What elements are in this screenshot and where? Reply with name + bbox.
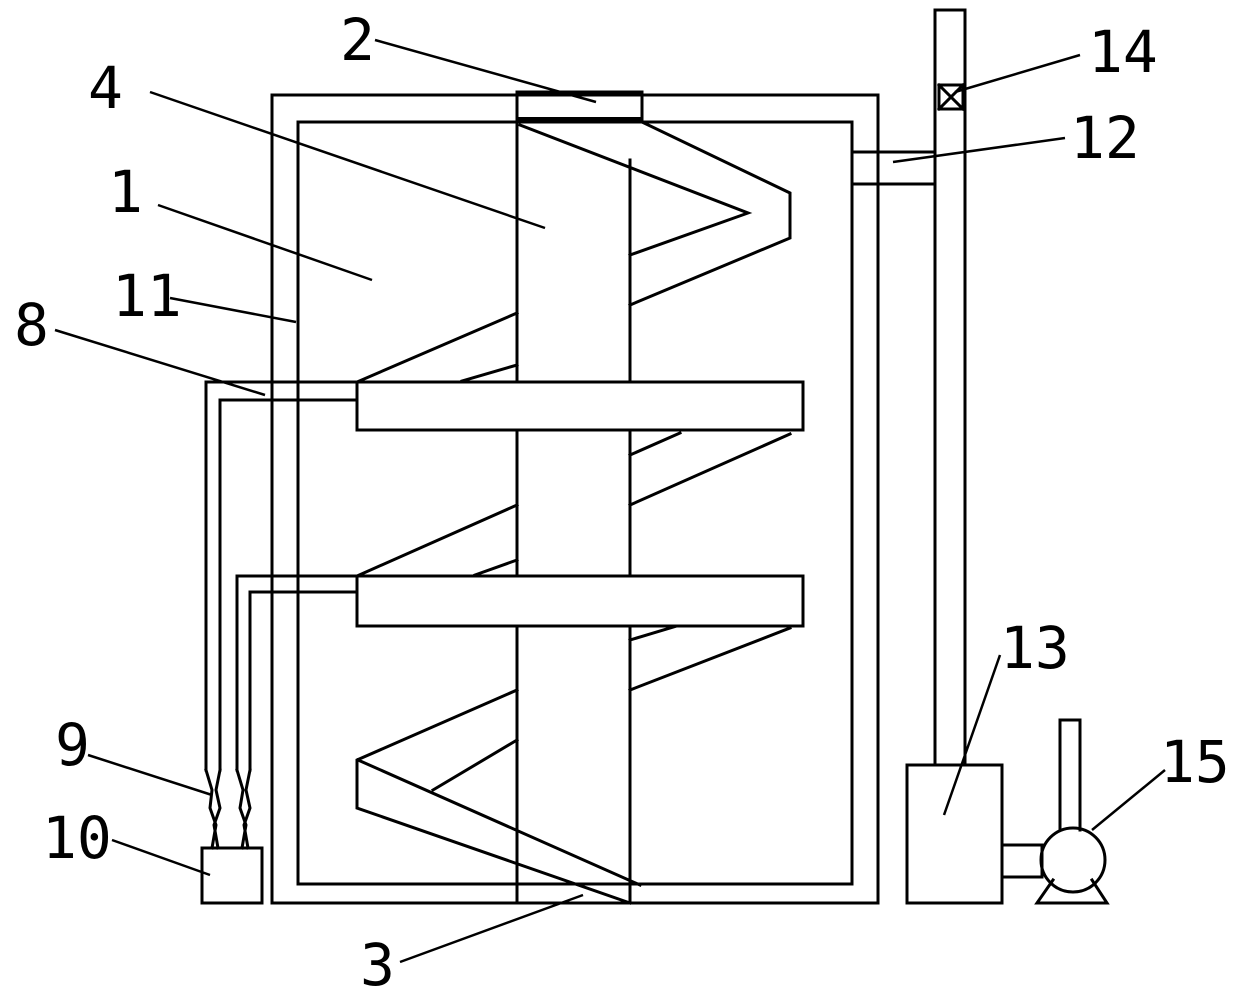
control-box — [200, 846, 264, 905]
outer-housing — [270, 93, 880, 905]
check-valve — [936, 82, 966, 112]
leader-2 — [374, 38, 597, 104]
leader-9 — [87, 753, 213, 797]
leader-10 — [111, 838, 211, 877]
label-1: 1 — [108, 158, 143, 226]
label-3: 3 — [360, 931, 395, 986]
leader-15 — [1091, 769, 1166, 831]
top-cap — [515, 90, 644, 123]
pump — [1000, 718, 1110, 905]
label-4: 4 — [88, 54, 123, 122]
leader-1 — [157, 203, 373, 282]
nozzle-valves — [204, 768, 252, 850]
collection-box — [905, 763, 1004, 905]
leader-lines — [54, 38, 1166, 964]
leader-3 — [399, 893, 584, 964]
label-2: 2 — [340, 6, 375, 74]
stirring-arm-lower — [355, 574, 805, 628]
helical-flights — [355, 119, 792, 905]
label-11: 11 — [112, 262, 182, 330]
label-8: 8 — [14, 291, 49, 359]
leader-11 — [169, 296, 297, 324]
stirring-arm-upper — [355, 380, 805, 432]
label-12: 12 — [1070, 104, 1140, 172]
leader-12 — [892, 136, 1066, 164]
feed-pipes — [204, 380, 359, 772]
label-15: 15 — [1160, 728, 1230, 796]
central-shaft — [515, 120, 632, 905]
label-13: 13 — [1000, 614, 1070, 682]
leader-14 — [954, 53, 1081, 94]
leader-13 — [942, 654, 1002, 816]
leader-8 — [54, 328, 266, 397]
vertical-chimney — [933, 8, 967, 767]
label-14: 14 — [1088, 18, 1158, 86]
label-9: 9 — [55, 711, 90, 779]
label-10: 10 — [42, 804, 112, 872]
leader-4 — [149, 90, 546, 230]
callout-labels: 2 4 1 11 8 9 10 3 12 14 13 15 — [14, 6, 1230, 986]
